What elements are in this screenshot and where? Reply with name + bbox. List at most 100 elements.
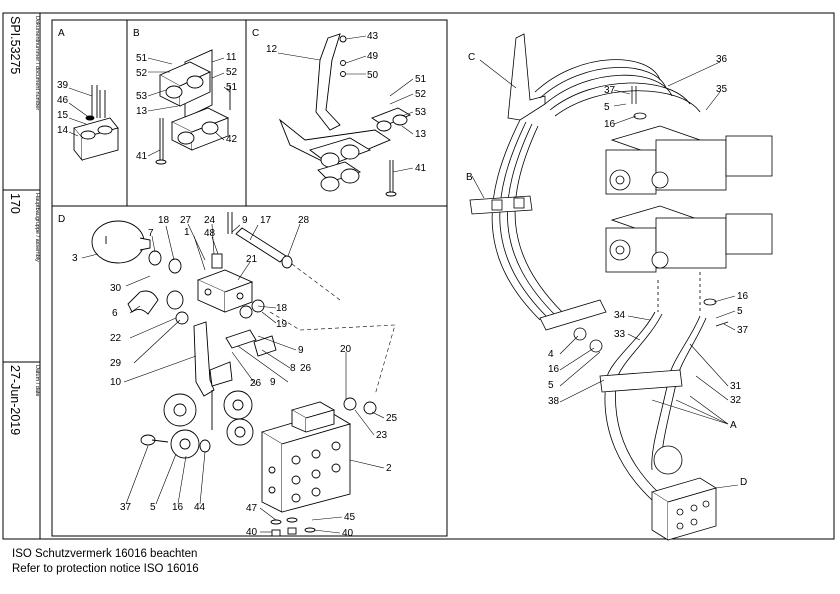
callout-34: 34 [614,310,626,321]
panel-b: B 51 52 53 13 41 11 52 51 [133,28,238,165]
callout-a-main: A [730,420,737,431]
callout-18: 18 [158,215,170,226]
callout-9c: 9 [270,377,276,388]
callout-43: 43 [367,31,379,42]
callout-10: 10 [110,377,122,388]
callout-26: 26 [300,363,312,374]
callout-2: 2 [386,463,392,474]
callout-36: 36 [716,54,728,65]
pipe-clamp-drawing [73,85,119,162]
callout-51b: 51 [226,82,238,93]
callout-28: 28 [298,215,310,226]
callout-1: 1 [184,227,190,238]
panel-c: C 43 12 49 50 51 52 53 13 41 [252,28,427,197]
callout-7: 7 [148,228,154,239]
callout-d-main: D [740,477,747,488]
callout-52: 52 [136,68,148,79]
callout-39: 39 [57,80,69,91]
callout-29: 29 [110,358,122,369]
callout-30: 30 [110,283,122,294]
callout-5-right: 5 [737,306,743,317]
bracket-assembly-drawing [278,33,412,197]
panel-a-letter: A [58,28,65,39]
panel-b-leaders [147,57,231,157]
panel-d: D [58,212,398,539]
callout-21: 21 [246,254,258,265]
callout-37-top: 37 [604,85,616,96]
callout-5: 5 [150,502,156,513]
title-block: Dokumentnummer / document number SPI.532… [3,13,41,539]
callout-18b: 18 [276,303,288,314]
callout-46: 46 [57,95,69,106]
callout-b-main: B [466,172,473,183]
callout-50: 50 [367,70,379,81]
callout-37: 37 [120,502,132,513]
callout-5-top: 5 [604,102,610,113]
main-leaders [471,59,739,489]
callout-8: 8 [290,363,296,374]
callout-16-left: 16 [548,364,560,375]
callout-37-right: 37 [737,325,749,336]
assembly-number: 170 [8,193,22,214]
drawing-date: 27-Jun-2019 [8,365,22,435]
callout-47: 47 [246,503,258,514]
callout-41c: 41 [415,163,427,174]
main-assembly: C 36 37 35 5 16 B 16 5 37 34 33 4 16 5 3… [466,33,773,541]
callout-26b: 26 [250,378,262,389]
docnum-caption: Dokumentnummer / document number [34,16,40,110]
callout-51c: 51 [415,74,427,85]
callout-35: 35 [716,84,728,95]
callout-13c: 13 [415,129,427,140]
callout-53c: 53 [415,107,427,118]
callout-25: 25 [386,413,398,424]
callout-9b: 9 [298,345,304,356]
callout-41: 41 [136,151,148,162]
valve-block-drawing [91,212,377,537]
callout-5-left: 5 [548,380,554,391]
callout-3: 3 [72,253,78,264]
callout-15: 15 [57,110,69,121]
callout-42: 42 [226,134,238,145]
callout-14: 14 [57,125,69,136]
callout-23: 23 [376,430,388,441]
panel-d-leaders [81,223,385,534]
protection-notice-de: ISO Schutzvermerk 16016 beachten [12,548,198,560]
detail-panels [51,19,448,537]
callout-33: 33 [614,329,626,340]
document-number: SPI.53275 [8,16,22,74]
hose-bundle-drawing [469,33,773,541]
callout-17: 17 [260,215,272,226]
callout-9: 9 [242,215,248,226]
callout-16-right: 16 [737,291,749,302]
callout-40b: 40 [342,528,354,539]
callout-6: 6 [112,308,118,319]
callout-12: 12 [266,44,278,55]
panel-b-letter: B [133,28,140,39]
date-caption: Datum / date [34,365,40,397]
callout-53: 53 [136,91,148,102]
callout-22: 22 [110,333,122,344]
callout-44: 44 [194,502,206,513]
callout-24: 24 [204,215,216,226]
callout-27: 27 [180,215,192,226]
callout-11: 11 [226,52,237,63]
callout-49: 49 [367,51,379,62]
panel-a-leaders [68,87,93,137]
callout-20: 20 [340,344,352,355]
panel-d-letter: D [58,214,65,225]
callout-40: 40 [246,527,258,538]
panel-c-leaders [277,35,414,173]
callout-38: 38 [548,396,560,407]
callout-32: 32 [730,395,742,406]
panel-d-dashed [269,263,396,396]
callout-4: 4 [548,349,554,360]
callout-13: 13 [136,106,148,117]
callout-52c: 52 [415,89,427,100]
callout-48: 48 [204,228,216,239]
callout-16-top: 16 [604,119,616,130]
callout-52b: 52 [226,67,238,78]
clamp-assembly-drawing [155,49,231,165]
panel-a: A 39 46 15 14 [57,28,119,162]
callout-19: 19 [276,319,288,330]
